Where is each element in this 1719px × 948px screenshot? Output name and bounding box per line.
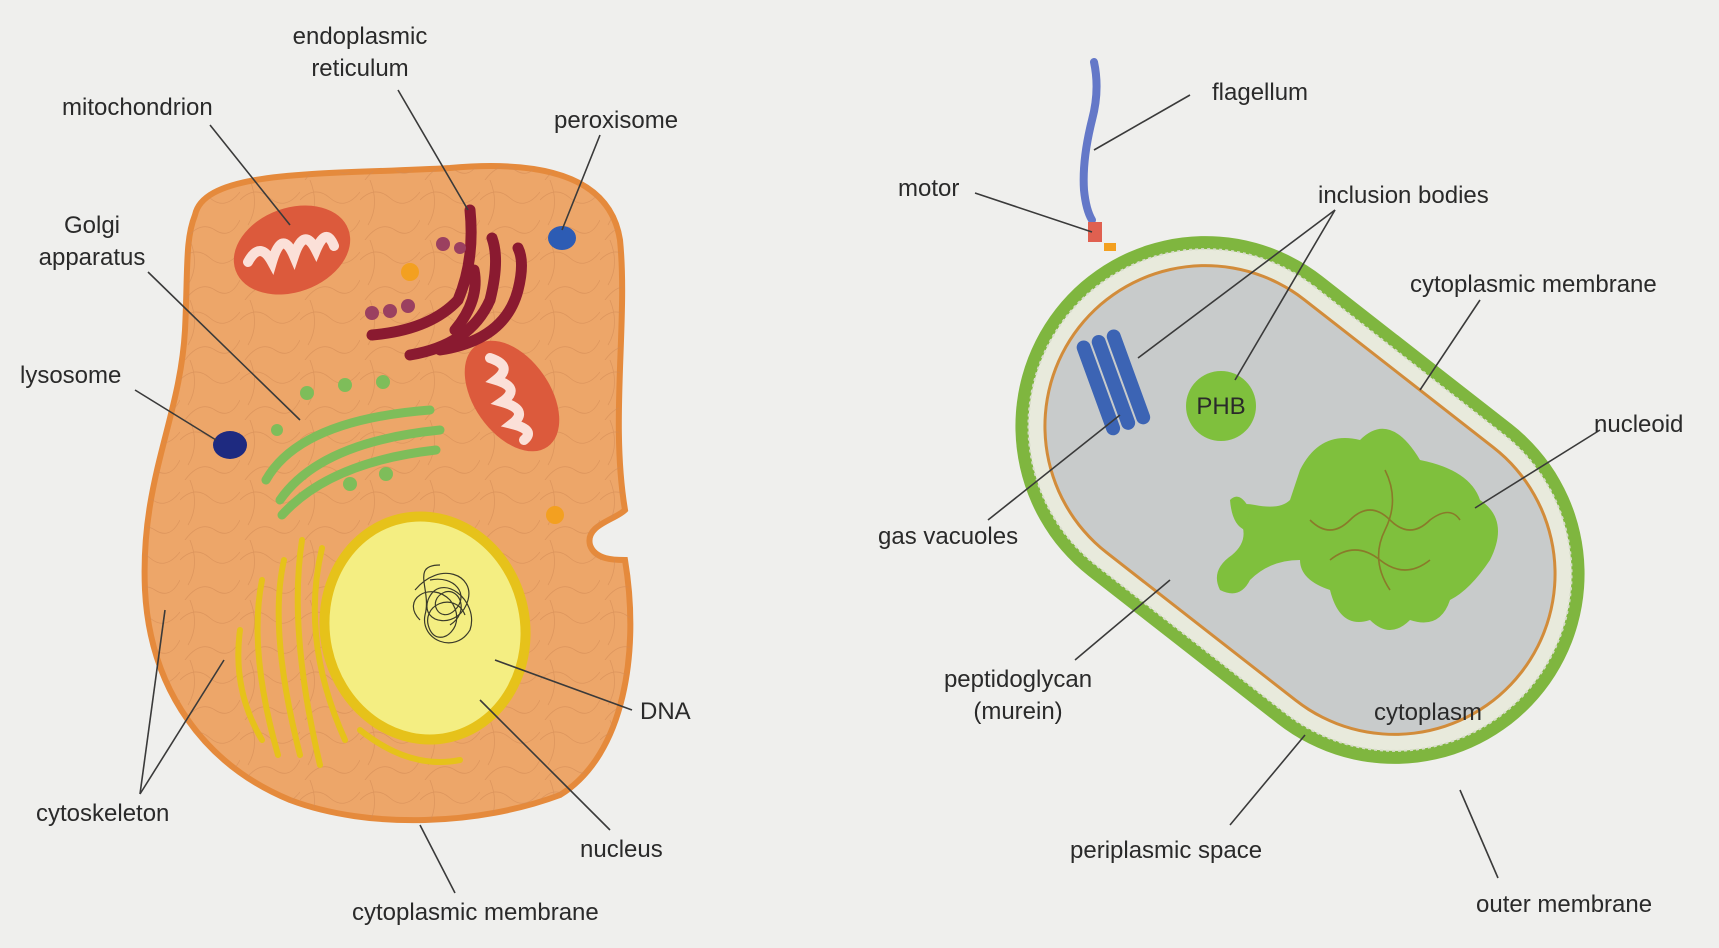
label-motor: motor (898, 175, 959, 202)
label-er-line2: reticulum (311, 55, 408, 82)
label-periplasmic-space: periplasmic space (1070, 837, 1262, 864)
eukaryotic-cell (145, 166, 631, 820)
label-er-line1: endoplasmic (293, 23, 428, 50)
label-golgi-line2: apparatus (39, 244, 146, 271)
label-nucleoid: nucleoid (1594, 411, 1683, 438)
label-lysosome: lysosome (20, 362, 121, 389)
label-peptidoglycan-line2: (murein) (973, 698, 1062, 725)
label-flagellum: flagellum (1212, 79, 1308, 106)
phb-label: PHB (1196, 393, 1245, 420)
label-peptidoglycan-line1: peptidoglycan (944, 666, 1092, 693)
label-nucleus: nucleus (580, 836, 663, 863)
label-cytoskeleton: cytoskeleton (36, 800, 169, 827)
label-golgi-line1: Golgi (64, 212, 120, 239)
label-euk-membrane: cytoplasmic membrane (352, 899, 599, 926)
label-outer-membrane: outer membrane (1476, 891, 1652, 918)
label-cytoplasm: cytoplasm (1374, 699, 1482, 726)
label-mitochondrion: mitochondrion (62, 94, 213, 121)
label-cytoplasmic-membrane: cytoplasmic membrane (1410, 271, 1657, 298)
flagellum-structure (1084, 62, 1097, 220)
label-gas-vacuoles: gas vacuoles (878, 523, 1018, 550)
label-inclusion-bodies: inclusion bodies (1318, 182, 1489, 209)
label-peroxisome: peroxisome (554, 107, 678, 134)
label-dna: DNA (640, 698, 691, 725)
lysosome-organelle (213, 431, 247, 459)
